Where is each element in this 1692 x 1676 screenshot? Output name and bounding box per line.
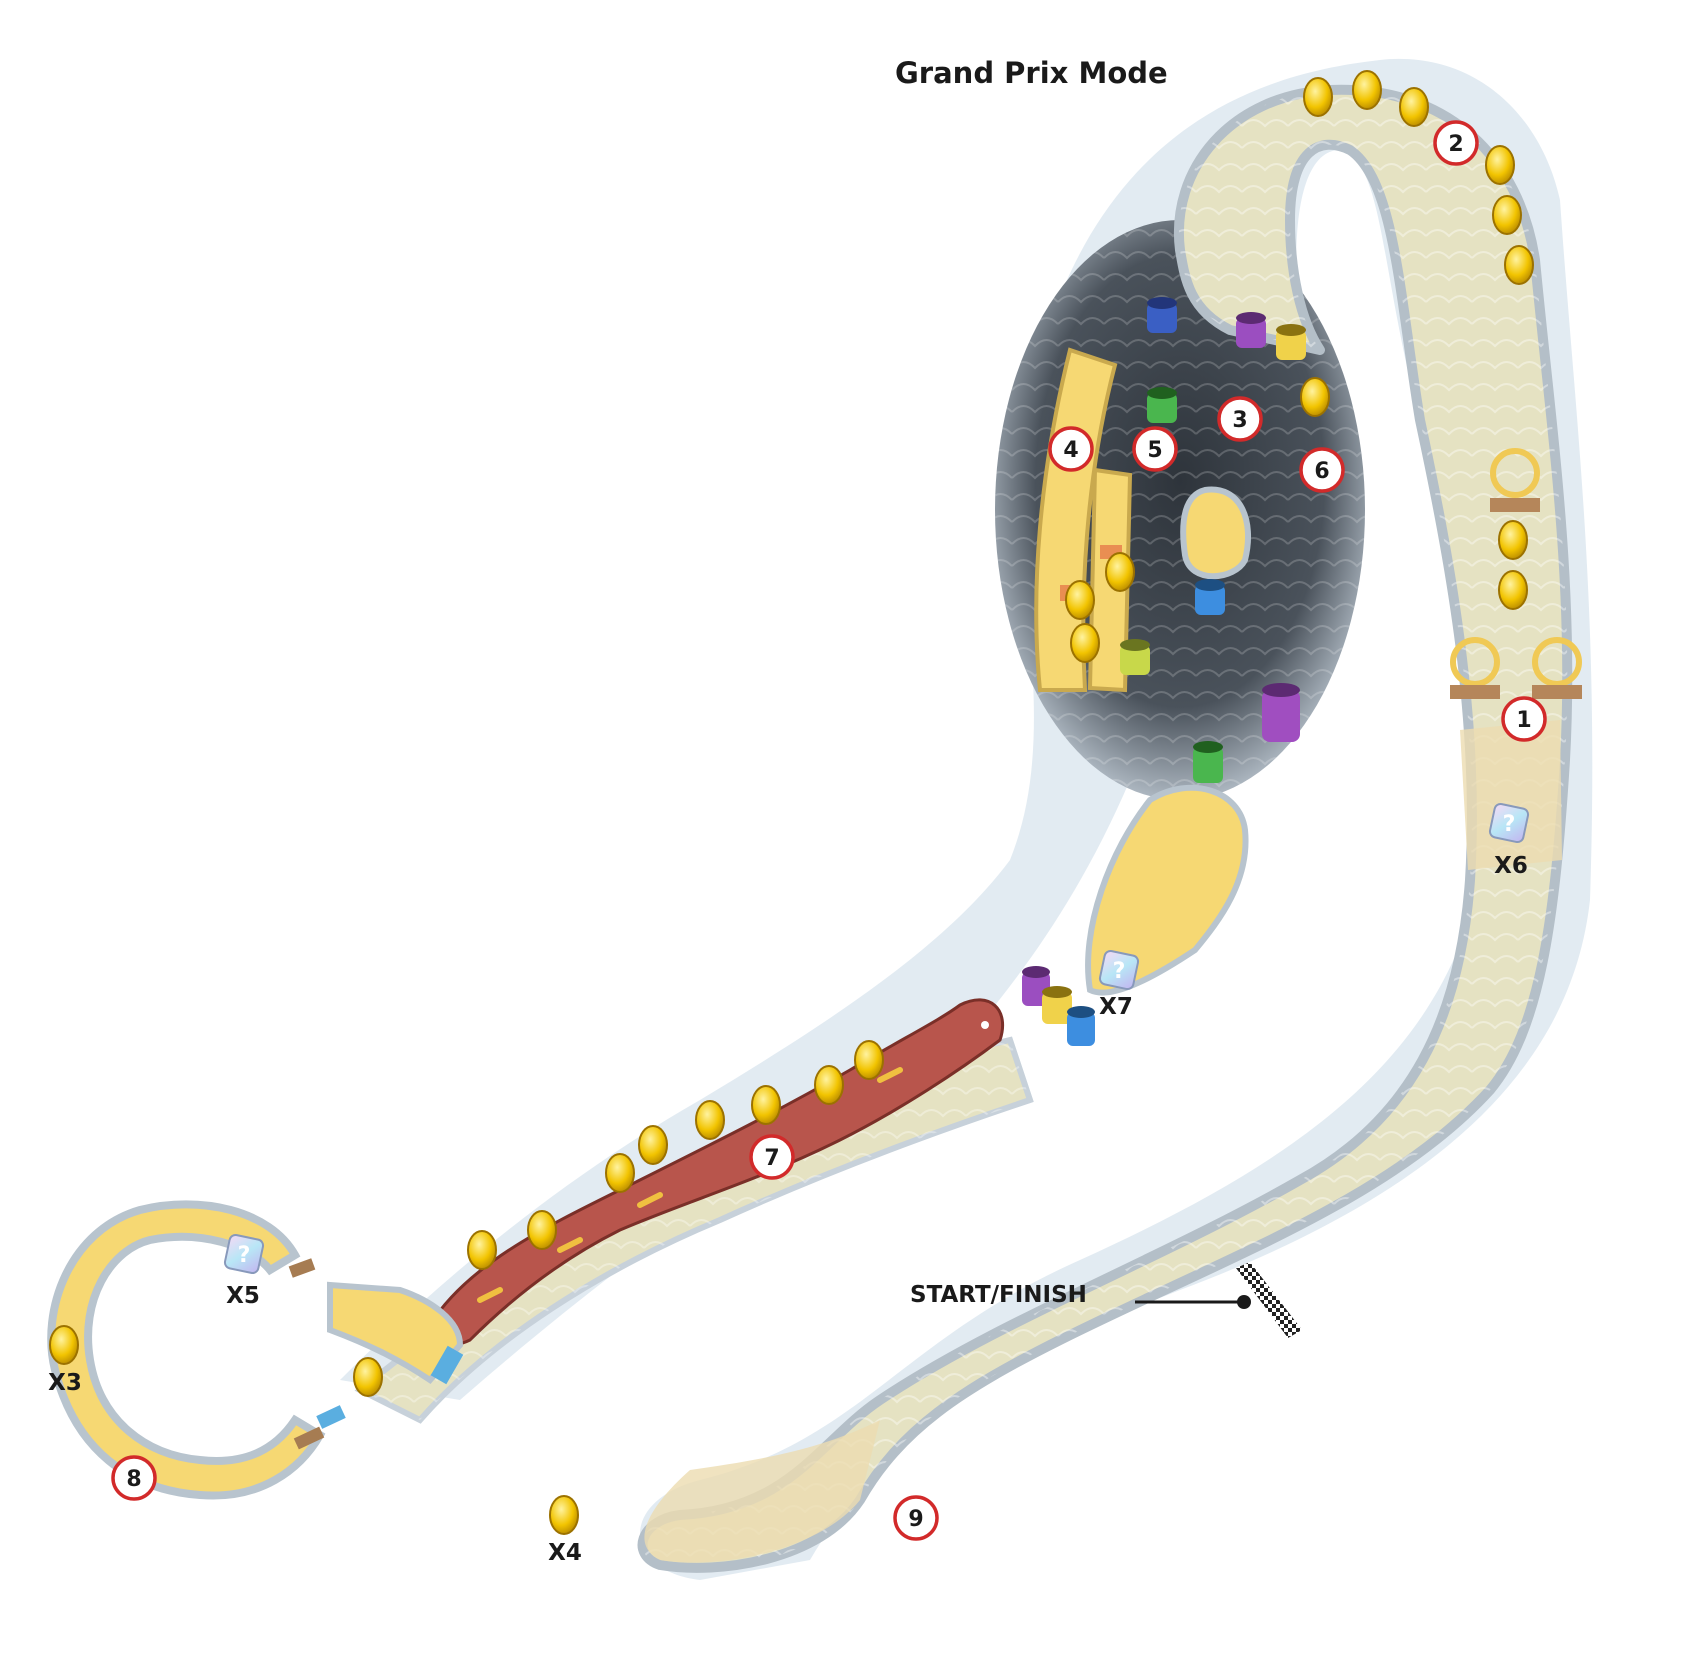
checkpoint-9: 9 xyxy=(893,1495,939,1541)
pipe-icon xyxy=(1147,387,1177,423)
svg-text:?: ? xyxy=(1503,812,1516,837)
checkpoint-3: 3 xyxy=(1217,396,1263,442)
checkpoint-8: 8 xyxy=(111,1455,157,1501)
checkpoint-label: 6 xyxy=(1314,459,1329,484)
checkpoint-7: 7 xyxy=(749,1134,795,1180)
coin-icon xyxy=(1492,195,1522,235)
coin-icon xyxy=(1352,70,1382,110)
coin-multiplier-x3: X3 xyxy=(48,1370,82,1396)
coin-icon xyxy=(527,1210,557,1250)
checkpoint-label: 1 xyxy=(1516,708,1531,733)
checkpoint-label: 2 xyxy=(1448,132,1463,157)
coin-icon xyxy=(695,1100,725,1140)
pipe-icon xyxy=(1193,741,1223,783)
pipe-icon xyxy=(1236,312,1266,348)
itembox-multiplier-x6: X6 xyxy=(1494,853,1528,879)
coin-icon xyxy=(549,1495,579,1535)
coin-icon xyxy=(1498,520,1528,560)
coin-icon xyxy=(854,1040,884,1080)
coin-icon xyxy=(751,1085,781,1125)
pipes xyxy=(1022,297,1306,1046)
pipe-icon xyxy=(1195,579,1225,615)
checkpoint-1: 1 xyxy=(1501,696,1547,742)
coin-icon xyxy=(638,1125,668,1165)
coin-icon xyxy=(1399,87,1429,127)
checkpoint-6: 6 xyxy=(1299,447,1345,493)
checkpoint-label: 8 xyxy=(126,1467,141,1492)
item-boxes: ? ? ? xyxy=(223,802,1530,1275)
checkpoint-label: 7 xyxy=(764,1146,779,1171)
coin-icon xyxy=(1504,245,1534,285)
item-box-icon: ? xyxy=(1098,949,1140,991)
pipe-icon xyxy=(1276,324,1306,360)
coin-icon xyxy=(605,1153,635,1193)
pipe-icon xyxy=(1042,986,1072,1024)
coin-icon xyxy=(814,1065,844,1105)
itembox-multiplier-x7: X7 xyxy=(1099,994,1133,1020)
start-finish-label: START/FINISH xyxy=(910,1282,1087,1308)
checkpoint-label: 5 xyxy=(1147,438,1162,463)
boost-ring-icon xyxy=(1450,637,1500,699)
pipe-icon xyxy=(1120,639,1150,675)
checkpoint-4: 4 xyxy=(1048,426,1094,472)
checkpoint-5: 5 xyxy=(1132,426,1178,472)
coin-icon xyxy=(1498,570,1528,610)
start-finish-line xyxy=(1135,1262,1302,1338)
coin-icon xyxy=(1065,580,1095,620)
item-box-icon: ? xyxy=(223,1233,265,1275)
coin-icon xyxy=(1485,145,1515,185)
page-title: Grand Prix Mode xyxy=(895,56,1168,90)
coin-icon xyxy=(353,1357,383,1397)
eel-icon xyxy=(427,998,1005,1347)
boost-ring-icon xyxy=(1490,448,1540,512)
svg-text:?: ? xyxy=(1113,959,1126,984)
boost-rings xyxy=(1450,448,1582,699)
pipe-icon xyxy=(1067,1006,1095,1046)
pipe-icon xyxy=(1147,297,1177,333)
coins xyxy=(49,70,1534,1535)
coin-icon xyxy=(1105,552,1135,592)
loop-section xyxy=(47,1200,464,1500)
coin-icon xyxy=(1300,377,1330,417)
checkpoint-label: 4 xyxy=(1063,438,1078,463)
checkpoints: 1 2 3 4 5 6 7 8 9 xyxy=(111,120,1547,1541)
coin-icon xyxy=(1070,623,1100,663)
item-box-icon: ? xyxy=(1488,802,1530,844)
itembox-multiplier-x5: X5 xyxy=(226,1283,260,1309)
coin-icon xyxy=(49,1325,79,1365)
track-surface xyxy=(637,84,1573,1573)
checkpoint-label: 3 xyxy=(1232,408,1247,433)
svg-text:?: ? xyxy=(238,1243,251,1268)
pipe-icon xyxy=(1262,683,1300,742)
coin-icon xyxy=(1303,77,1333,117)
checkpoint-label: 9 xyxy=(908,1507,923,1532)
coin-icon xyxy=(467,1230,497,1270)
boost-ring-icon xyxy=(1532,637,1582,699)
coin-multiplier-x4: X4 xyxy=(548,1540,582,1566)
checkpoint-2: 2 xyxy=(1433,120,1479,166)
